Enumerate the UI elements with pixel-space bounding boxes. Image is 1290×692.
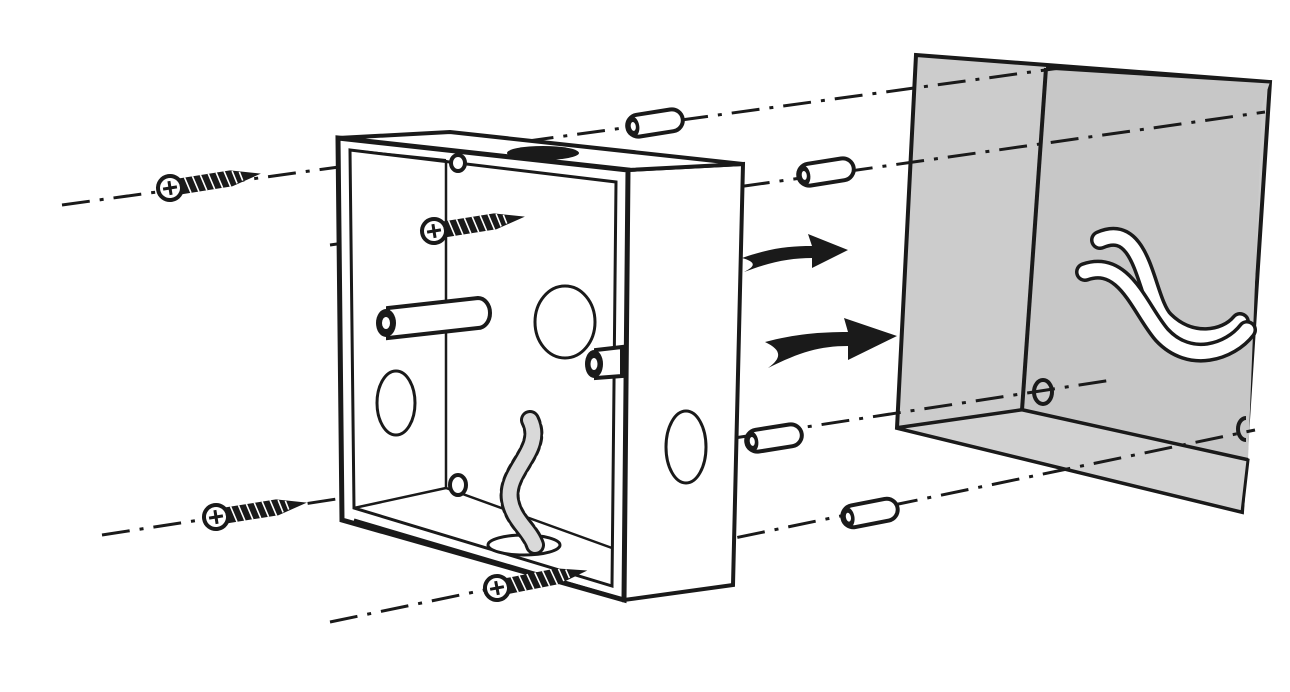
direction-arrow-lower xyxy=(765,318,897,368)
internal-standoff-small xyxy=(585,344,624,381)
wall-plug-4 xyxy=(838,494,902,532)
surface-mount-box xyxy=(335,129,746,604)
screw-top-left xyxy=(154,159,265,204)
internal-standoff xyxy=(376,295,492,341)
wall-recess xyxy=(894,52,1273,515)
direction-arrow-upper xyxy=(742,234,848,272)
wall-plug-2 xyxy=(794,154,858,190)
wall-plug-1 xyxy=(623,105,687,141)
wall-plug-3 xyxy=(742,420,806,456)
cable xyxy=(1075,227,1257,363)
screw-bottom-left xyxy=(200,488,311,533)
